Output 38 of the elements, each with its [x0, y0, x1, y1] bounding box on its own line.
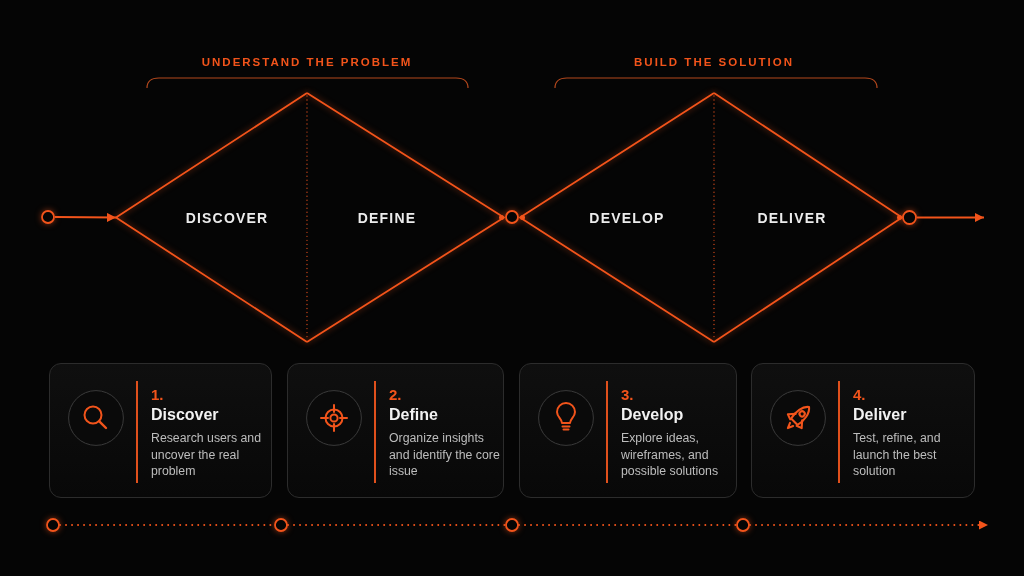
- end-circle: [902, 210, 917, 225]
- section-heading: UNDERSTAND THE PROBLEM: [201, 55, 413, 69]
- arrow: [54, 212, 117, 222]
- timeline-circle: [736, 518, 750, 532]
- diamond-half: [714, 93, 902, 342]
- step-card: [287, 363, 504, 498]
- section-heading: BUILD THE SOLUTION: [634, 55, 794, 69]
- step-card: [49, 363, 272, 498]
- step-number: 1.: [151, 386, 165, 404]
- step-number: 3.: [621, 386, 635, 404]
- step-title: Develop: [621, 405, 685, 425]
- connector-line: [518, 524, 737, 526]
- arrow: [749, 520, 989, 530]
- step-title: Deliver: [853, 405, 908, 425]
- step-card: [751, 363, 975, 498]
- step-title: Define: [389, 405, 439, 425]
- diamond-half: [116, 93, 307, 342]
- timeline-circle: [274, 518, 288, 532]
- diamond-half: [307, 93, 504, 342]
- step-description: Organize insights and identify the core issue: [389, 430, 501, 480]
- step-description: Research users and uncover the real problem: [151, 430, 263, 480]
- timeline-circle: [46, 518, 60, 532]
- timeline-circle: [505, 518, 519, 532]
- step-number: 4.: [853, 386, 867, 404]
- step-card: [519, 363, 737, 498]
- phase-label: DELIVER: [757, 209, 827, 226]
- step-description: Test, refine, and launch the best solution: [853, 430, 942, 480]
- start-circle: [41, 210, 55, 224]
- junction-circle: [505, 210, 519, 224]
- connector-line: [287, 524, 506, 526]
- arrow: [916, 213, 985, 222]
- step-number: 2.: [389, 386, 403, 404]
- phase-label: DEVELOP: [589, 209, 665, 226]
- diamond-half: [520, 93, 714, 342]
- step-title: Discover: [151, 405, 220, 425]
- step-description: Explore ideas, wireframes, and possible solutions: [621, 430, 720, 480]
- phase-label: DEFINE: [357, 209, 417, 226]
- phase-label: DISCOVER: [185, 209, 269, 226]
